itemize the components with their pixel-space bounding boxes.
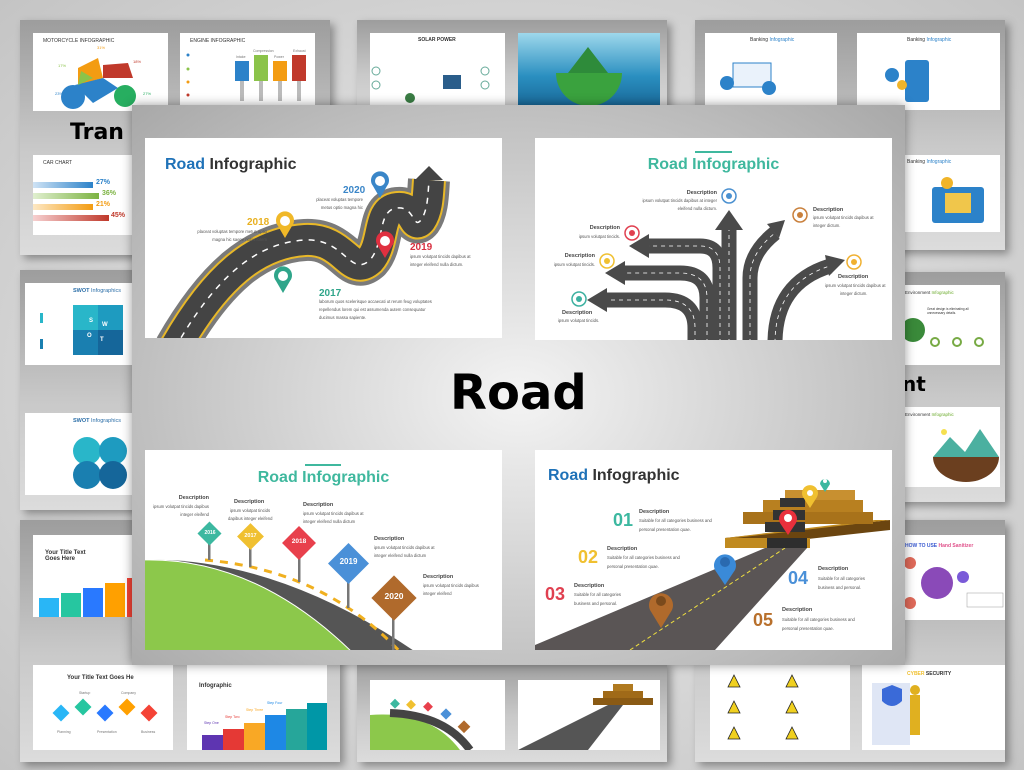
step-block: [39, 598, 59, 617]
process-thumb[interactable]: Your Title Text Goes He Startup Company …: [33, 665, 173, 750]
solar-graphic: [371, 66, 490, 103]
banking-thumb-1[interactable]: Banking Infographic: [705, 33, 837, 110]
slide-title: Road Infographic: [647, 156, 780, 173]
step-bar: [307, 703, 327, 750]
globe-thumb[interactable]: [518, 33, 660, 105]
pin-yellow: [802, 485, 818, 508]
step-block: [83, 588, 103, 617]
process-diamonds-graphic: [52, 698, 158, 722]
road-pyramid-graphic: [535, 479, 890, 650]
step-bar: [265, 715, 286, 750]
cyber-guard-graphic: [872, 683, 920, 745]
car-bar: [33, 215, 109, 221]
slide-title: Road Infographic: [257, 469, 390, 486]
pin-2019: [376, 231, 394, 258]
globe-graphic: [556, 47, 622, 105]
transport-word: Tran: [70, 120, 124, 145]
step-bar: [202, 735, 223, 750]
hero-title: Road: [450, 365, 587, 421]
title-accent-line: [695, 151, 732, 153]
bank-laptop-graphic: [932, 177, 984, 223]
step-bar: [223, 729, 244, 750]
pin-2018: [276, 211, 294, 238]
car-chart-thumb[interactable]: CAR CHART 27% 36% 21% 45%: [33, 155, 132, 235]
road-mini-thumb-2[interactable]: [518, 680, 660, 750]
road-mini-thumb-1[interactable]: [370, 680, 505, 750]
phone-graphic: [885, 60, 929, 102]
swot-puzzle-graphic: [40, 305, 123, 355]
environment-word: nt: [902, 372, 926, 396]
sanitizer-thumb[interactable]: HOW TO USE Hand Sanitizer: [905, 535, 1005, 620]
slide-title: Road Infographic: [548, 467, 680, 484]
pin-2017: [274, 266, 292, 293]
pistons-graphic: [186, 53, 306, 101]
motorcycle-thumb[interactable]: MOTORCYCLE INFOGRAPHIC 31% 17% 18% 23% 2…: [33, 33, 168, 111]
environment-graphic: [905, 318, 984, 347]
road-arrow-head: [415, 166, 443, 180]
step-block: [105, 583, 125, 617]
motorcycle-graphic: [61, 58, 136, 109]
title-accent-line: [305, 464, 341, 466]
slide-title: Road Infographic: [165, 156, 297, 173]
swot-thumb-1[interactable]: SWOT Infographics S W O T: [25, 283, 133, 365]
banking-thumb-2[interactable]: Banking Infographic: [857, 33, 1000, 110]
hill-road-graphic: [145, 538, 413, 650]
slide-road-signs[interactable]: Road Infographic 2016 2017 2018 2019 202…: [145, 450, 502, 650]
pin-teal: [820, 479, 830, 492]
swot-thumb-2[interactable]: SWOT Infographics: [25, 413, 133, 495]
banking-graphic: [720, 62, 776, 95]
steps-thumb[interactable]: Infographic Step One Step Two Step Three…: [187, 665, 327, 750]
step-block: [61, 593, 81, 617]
environment-thumb-1[interactable]: Environment Infographic Great design is …: [905, 285, 1000, 365]
cyber-thumb[interactable]: CYBER SECURITY: [862, 665, 1005, 750]
pin-blue: [714, 554, 736, 585]
step-bar: [286, 709, 307, 750]
landscape-graphic: [933, 429, 999, 482]
swot-clover-graphic: [73, 437, 127, 489]
car-bar: [33, 182, 93, 188]
warnings-thumb[interactable]: [710, 665, 850, 750]
pin-red: [779, 509, 797, 535]
slide-road-arrows[interactable]: Road Infographic Description ipsum volut…: [535, 138, 892, 340]
sanitizer-graphic: [905, 557, 1004, 609]
slide-road-winding[interactable]: Road Infographic 2020 placeat voluptas t…: [145, 138, 502, 338]
warning-icons-graphic: [727, 674, 799, 740]
winding-road-graphic: [156, 166, 450, 338]
car-bar: [33, 193, 99, 199]
car-bar: [33, 204, 93, 210]
road-mini-graphic: [370, 698, 474, 750]
road-pyramid-mini-graphic: [518, 684, 653, 750]
branching-arrows-graphic: [571, 188, 862, 340]
step-bar: [244, 723, 265, 750]
slide-road-pyramid[interactable]: Road Infographic 01 Description Suitable…: [535, 450, 892, 650]
solar-thumb[interactable]: SOLAR POWER: [370, 33, 505, 105]
engine-thumb[interactable]: ENGINE INFOGRAPHIC Intake Compression Po…: [180, 33, 315, 105]
pin-brown: [649, 593, 673, 628]
title-slide-thumb[interactable]: Your Title Text Goes Here: [33, 535, 133, 617]
pin-2020: [371, 171, 389, 198]
step-block: [127, 578, 133, 617]
environment-thumb-2[interactable]: Environment Infographic: [905, 407, 1000, 487]
